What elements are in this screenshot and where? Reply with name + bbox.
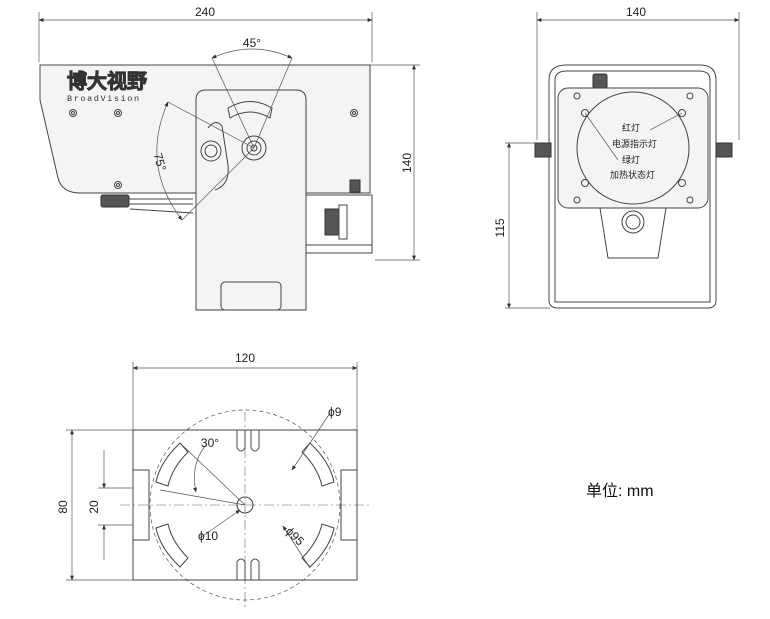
front-connector [621,210,645,234]
side-view: 240 140 博大视野 BroadVision [38,5,420,311]
logo-cn: 博大视野 [67,69,147,93]
front-width-dim: 140 [626,5,646,19]
pan-angle-dim: 75° [151,151,169,172]
center-hole [236,496,254,514]
hole-dia-dim: ϕ9 [328,405,342,419]
angle-dim: 30° [201,436,219,450]
center-dia-dim: ϕ10 [198,529,218,543]
base-height-dim: 80 [56,500,70,514]
base-view: 120 80 20 [56,351,372,610]
label-red-led: 红灯 [622,122,640,134]
bolt-circle [149,409,341,601]
label-green-led: 绿灯 [622,154,640,166]
slot-width-dim: 20 [87,500,101,514]
rear-connector [305,194,373,254]
unit-label: 单位: mm [586,483,654,500]
label-heat-led: 加热状态灯 [610,169,655,181]
housing-screws [69,109,358,189]
base-width-dim: 120 [235,351,255,365]
front-view: 140 115 红灯 电源指示灯 绿灯 加热状态灯 [493,5,740,309]
u-bracket [548,64,717,309]
tilt-angle-dim: 45° [243,36,261,50]
label-power-led: 电源指示灯 [612,138,657,150]
arc-slots [155,442,335,568]
front-lens-ring [576,91,690,205]
side-bracket [195,89,307,311]
circle-dia-dim: ϕ95 [283,524,307,548]
front-height-dim: 115 [493,218,507,237]
side-knob [100,194,130,208]
logo-en: BroadVision [67,94,141,104]
side-height-dim: 140 [400,153,414,173]
side-width-dim: 240 [195,5,215,19]
